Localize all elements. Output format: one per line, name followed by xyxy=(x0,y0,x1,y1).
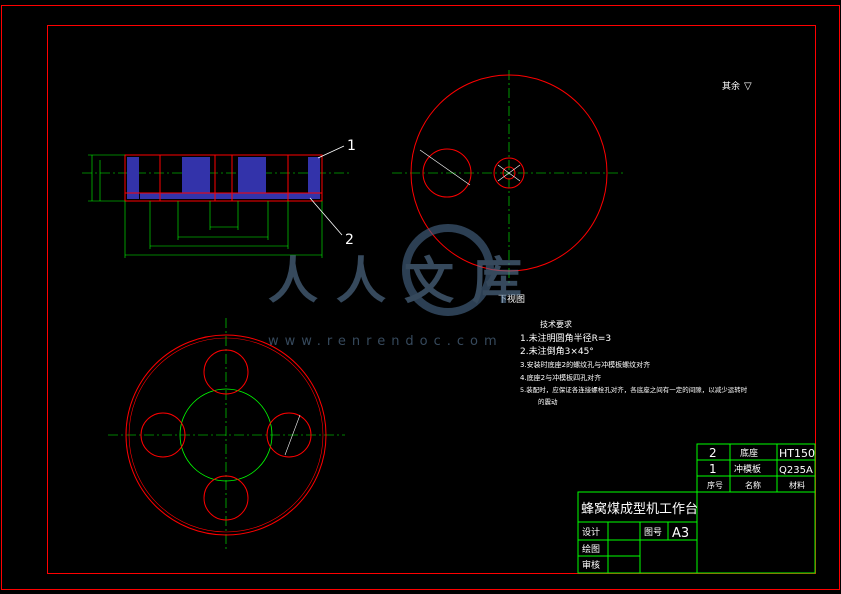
part-label-2: 2 xyxy=(345,232,354,248)
leader-part-1 xyxy=(317,145,345,159)
title-block-sheet-size: A3 xyxy=(672,526,689,541)
title-block-drawn: 绘图 xyxy=(582,543,600,555)
tech-req-6: 的震动 xyxy=(538,397,558,406)
inner-frame xyxy=(47,25,816,574)
tech-req-5: 5.装配时，应保证各连接螺栓孔对齐，各底座之间有一定的间隙，以减少运转时 xyxy=(520,385,748,394)
tech-req-3: 3.安装时底座2的螺纹孔与冲模板螺纹对齐 xyxy=(520,360,650,369)
tech-req-4: 4.底座2与冲模板四孔对齐 xyxy=(520,373,601,382)
title-block xyxy=(577,491,816,574)
bottom-view-title: 下视图 xyxy=(498,293,525,305)
bottom-view xyxy=(108,318,345,552)
parts-header-material: 材料 xyxy=(789,480,805,490)
title-block-drawing-no-label: 图号 xyxy=(644,527,662,538)
roughness-note: 其余 xyxy=(722,80,740,92)
leader-part-2 xyxy=(309,197,343,236)
parts-row-1-no: 2 xyxy=(709,446,717,460)
parts-row-1-material: HT150 xyxy=(779,447,815,460)
parts-row-1-name: 底座 xyxy=(740,447,758,459)
parts-row-2-name: 冲模板 xyxy=(734,463,761,475)
watermark: 人人文库 www.renrendoc.com xyxy=(268,224,540,349)
top-view xyxy=(392,70,625,285)
outer-frame xyxy=(1,5,840,590)
parts-row-2-material: Q235A xyxy=(779,465,813,476)
tech-req-2: 2.未注倒角3×45° xyxy=(520,345,594,357)
front-section-view xyxy=(82,154,350,258)
watermark-text: 人人文库 xyxy=(268,252,540,310)
title-block-title: 蜂窝煤成型机工作台 xyxy=(581,501,698,517)
part-label-1: 1 xyxy=(347,138,356,154)
tech-req-1: 1.未注明圆角半径R=3 xyxy=(520,332,611,344)
watermark-url: www.renrendoc.com xyxy=(268,334,503,349)
parts-row-2-no: 1 xyxy=(709,462,717,476)
parts-header-name: 名称 xyxy=(745,480,761,490)
roughness-symbol: ▽ xyxy=(744,81,752,92)
tech-req-title: 技术要求 xyxy=(540,319,572,329)
title-block-checked: 审核 xyxy=(582,559,600,571)
title-block-designed: 设计 xyxy=(582,526,600,538)
parts-header-no: 序号 xyxy=(707,480,723,490)
